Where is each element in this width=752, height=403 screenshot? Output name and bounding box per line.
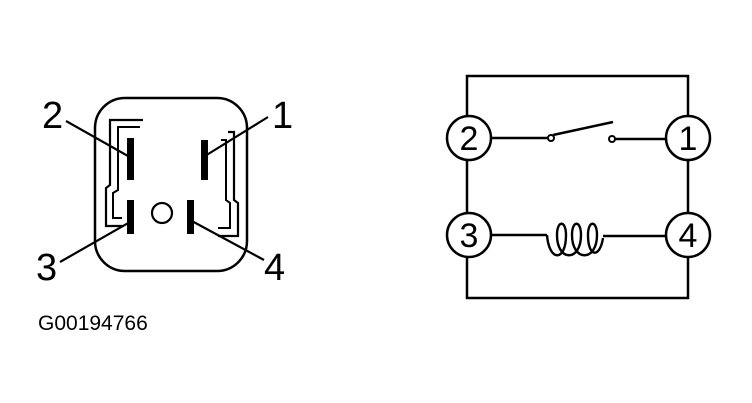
terminal-label-1: 1 — [679, 120, 698, 158]
terminal-circle-1 — [664, 114, 712, 162]
connector-key-right-inner — [218, 139, 231, 229]
pin-label-1: 1 — [272, 95, 293, 137]
connector-key-left — [104, 118, 143, 228]
switch-contact-left — [547, 134, 555, 142]
figure-id: G00194766 — [38, 312, 148, 335]
terminal-label-2: 2 — [460, 120, 479, 158]
terminal-label-3: 3 — [460, 217, 479, 255]
switch-contact-right — [608, 135, 616, 143]
connector-view: 2 1 3 4 — [36, 95, 293, 289]
coil-winding — [545, 222, 605, 257]
relay-schematic: 2 1 3 4 — [445, 74, 712, 300]
terminal-blade-3 — [127, 200, 134, 234]
connector-housing — [93, 96, 249, 273]
terminal-blade-2 — [127, 138, 134, 180]
pin-label-3: 3 — [36, 247, 57, 289]
terminal-blade-1 — [201, 140, 208, 180]
terminal-circle-3 — [445, 211, 493, 259]
leader-line-1 — [204, 116, 269, 157]
center-hole — [150, 201, 174, 225]
terminal-blade-4 — [187, 200, 194, 234]
terminal-circle-2 — [445, 114, 493, 162]
pin-label-2: 2 — [42, 95, 63, 137]
terminal-circle-4 — [664, 211, 712, 259]
connector-key-right — [218, 130, 240, 238]
leader-line-2 — [65, 120, 129, 157]
schematic-frame — [465, 74, 690, 300]
connector-key-left-inner — [112, 126, 140, 219]
pin-label-4: 4 — [264, 247, 285, 289]
switch-blade — [552, 120, 614, 137]
leader-line-4 — [189, 219, 265, 261]
leader-line-3 — [59, 221, 131, 263]
terminal-label-4: 4 — [679, 217, 698, 255]
